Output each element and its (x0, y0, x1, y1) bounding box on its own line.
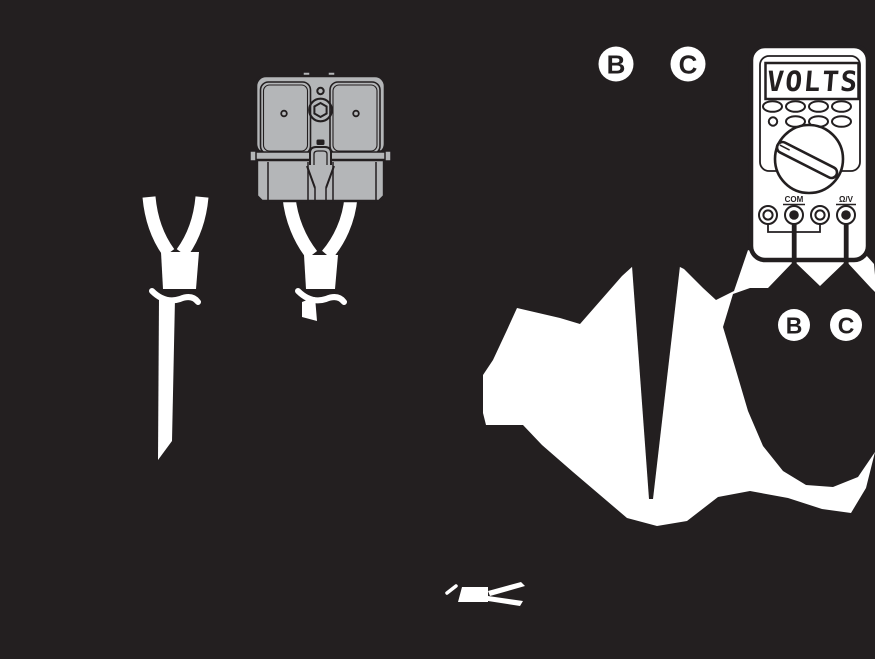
splice-tick (445, 584, 458, 595)
function-buttons (762, 100, 852, 128)
dial-pointer-bar (775, 140, 839, 180)
connector-bolt-hex (313, 101, 328, 119)
callout-circle (598, 46, 634, 82)
terminal-ohm-volt-center (841, 210, 851, 220)
callout-letter-c: C (679, 50, 698, 80)
latch-channel-right (325, 165, 335, 189)
button (762, 100, 783, 113)
button (808, 100, 829, 113)
callout-circle (830, 309, 862, 341)
wire-lead (158, 298, 175, 460)
terminal-jacks (758, 205, 856, 225)
wire-arm-left (282, 196, 318, 260)
probe-wire-com (791, 214, 797, 266)
connector-lower-housing (255, 158, 386, 203)
latch-channel-left (306, 165, 316, 189)
dial-pointer-notch (779, 144, 790, 151)
probe-wire-ohm-volt (843, 214, 849, 266)
multimeter: VOLTS COM Ω/V (748, 43, 871, 266)
ohm-volt-label: Ω/V (839, 195, 854, 204)
splice-wire-upper (488, 582, 525, 596)
notch-gap (632, 266, 680, 499)
callout-letter-b: B (607, 50, 626, 80)
callout-b-probe: B (778, 309, 810, 341)
terminal-com-center (789, 210, 799, 220)
callout-letter-c: C (838, 313, 855, 339)
tape-wrap (161, 252, 199, 289)
callout-circle (778, 309, 810, 341)
connector-panel-right-inner (332, 84, 378, 152)
left-wire-assembly (142, 196, 209, 460)
callout-b-top: B (598, 46, 634, 82)
wire-arm-left (142, 196, 175, 257)
connector-bolt (308, 97, 333, 123)
splice-wire-lower (488, 596, 523, 606)
button (785, 100, 806, 113)
panel-hole-left (280, 109, 288, 118)
tape-swirl (295, 288, 347, 305)
connector-top-hole (316, 86, 325, 96)
volts-display (764, 61, 860, 101)
dial-pointer (775, 140, 839, 180)
terminal-3-center (814, 209, 826, 221)
connector-block (249, 71, 392, 203)
panel-hole-right (352, 109, 360, 118)
wire-stub (302, 297, 317, 321)
button (831, 100, 852, 113)
volts-text: VOLTS (765, 65, 860, 98)
connector-slot (316, 139, 325, 145)
terminal-1-center (762, 209, 774, 221)
splice-connector (445, 582, 525, 606)
wire-arm-right (321, 196, 358, 260)
wire-arm-right (176, 196, 209, 257)
connector-panel-left-inner (262, 84, 309, 152)
right-wire-assembly (282, 196, 358, 321)
button-small (767, 116, 779, 127)
connector-latch (309, 146, 332, 165)
tape-wrap (304, 255, 338, 289)
com-label: COM (785, 195, 804, 204)
connector-latch-inner (313, 150, 328, 165)
callout-circle (670, 46, 706, 82)
callout-c-probe: C (830, 309, 862, 341)
tape-swirl (149, 288, 201, 305)
button (831, 115, 852, 128)
callout-letter-b: B (786, 313, 803, 339)
callout-c-top: C (670, 46, 706, 82)
splice-body (458, 587, 488, 602)
